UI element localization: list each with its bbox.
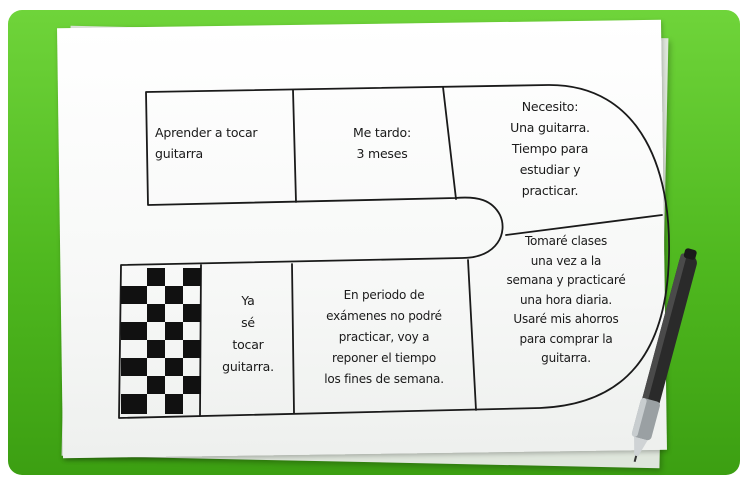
- checkered-finish-icon: [121, 268, 201, 414]
- cell-start-text: Aprender a tocar guitarra: [155, 125, 258, 161]
- cell-obstacle-text: En periodo de exámenes no podré practica…: [324, 288, 444, 386]
- pen-icon: [631, 248, 697, 462]
- divider-start-time: [292, 89, 297, 203]
- board-outer-path: [118, 84, 670, 419]
- cell-finish-text: Ya sé tocar guitarra.: [222, 293, 274, 374]
- divider-time-needs: [442, 86, 457, 200]
- cell-time-text: Me tardo: 3 meses: [353, 125, 411, 161]
- cell-needs-text: Necesito: Una guitarra. Tiempo para estu…: [510, 99, 590, 198]
- divider-obstacle-finish: [291, 263, 295, 414]
- divider-needs-plan: [505, 214, 663, 236]
- cell-plan-text: Tomaré clases una vez a la semana y prac…: [506, 234, 626, 365]
- divider-plan-obstacle: [467, 259, 477, 411]
